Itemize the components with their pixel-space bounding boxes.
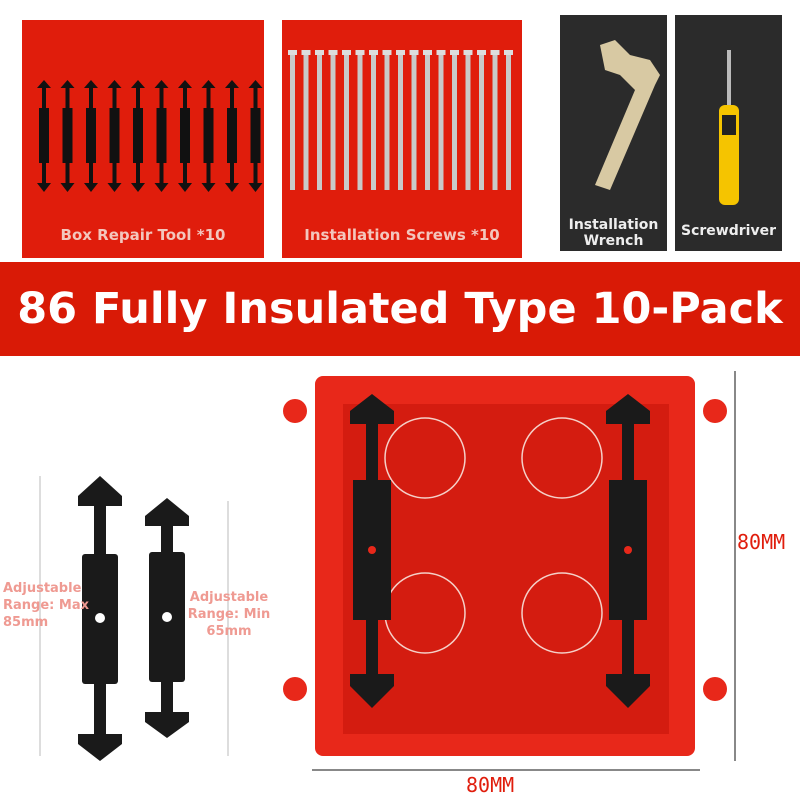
- screw: [382, 50, 392, 190]
- screw: [288, 50, 297, 190]
- box-repair-tool-panel: Box Repair Tool *10: [22, 20, 264, 258]
- repair-tool: [37, 80, 51, 192]
- wrench-icon: [595, 40, 660, 190]
- wrench-label: Installation Wrench: [568, 217, 659, 249]
- screws-image: [288, 50, 513, 190]
- screw: [490, 50, 500, 190]
- screw: [504, 50, 513, 190]
- height-dimension-label: 80MM: [737, 530, 786, 554]
- screw: [301, 50, 311, 190]
- screwdriver-label: Screwdriver: [681, 223, 776, 239]
- max-range-label: Adjustable Range: Max 85mm: [3, 581, 89, 630]
- repair-tool: [107, 80, 122, 192]
- screw: [436, 50, 446, 190]
- screw: [369, 50, 378, 190]
- screw: [342, 50, 351, 190]
- junction-box-diagram: [39, 371, 736, 771]
- repair-tool: [225, 80, 239, 192]
- screw: [409, 50, 419, 190]
- repair-tool: [60, 80, 75, 192]
- repair-tool: [248, 80, 263, 192]
- repair-tool: [84, 80, 98, 192]
- screwdriver-panel: Screwdriver: [675, 15, 782, 251]
- product-title-banner: 86 Fully Insulated Type 10-Pack: [0, 262, 800, 356]
- repair-tool: [178, 80, 192, 192]
- installation-screws-label: Installation Screws *10: [304, 226, 500, 244]
- screw: [423, 50, 432, 190]
- screw: [315, 50, 324, 190]
- screw: [463, 50, 473, 190]
- screw: [328, 50, 338, 190]
- repair-tool: [131, 80, 145, 192]
- box-repair-tool-label: Box Repair Tool *10: [60, 226, 226, 244]
- screw: [396, 50, 405, 190]
- screw: [450, 50, 459, 190]
- screw: [355, 50, 365, 190]
- width-dimension-label: 80MM: [466, 773, 515, 797]
- screw: [477, 50, 486, 190]
- repair-tool: [201, 80, 216, 192]
- wrench-panel: Installation Wrench: [560, 15, 667, 251]
- repair-tools-image: [37, 80, 263, 192]
- screwdriver-icon: [719, 50, 739, 205]
- min-range-label: Adjustable Range: Min 65mm: [187, 590, 271, 639]
- installation-screws-panel: Installation Screws *10: [282, 20, 522, 258]
- repair-tool: [154, 80, 169, 192]
